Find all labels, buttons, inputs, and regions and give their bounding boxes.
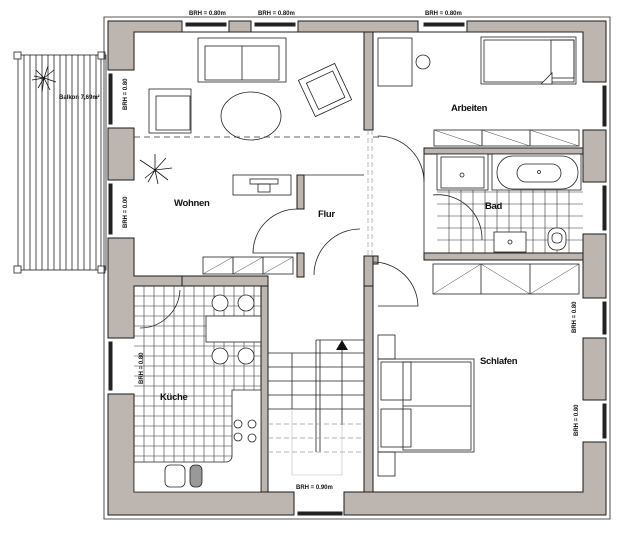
window-label: BRH = 0.80m [425,11,462,17]
window-label: BRH = 0.80m [189,11,226,17]
window-label: BRH = 0.80 [574,404,580,436]
kueche-area: Küche [133,286,262,493]
window-label: BRH = 0.80 [572,301,578,333]
stair-direction-arrow-icon [336,340,348,350]
wohnen-furniture: Wohnen [134,37,380,275]
interior-walls [181,31,584,493]
room-label-flur: Flur [318,209,335,220]
plant-icon [31,65,57,93]
window-label: BRH = 0.00 [123,196,129,228]
bad-area: Bad [436,153,583,253]
plant-icon [139,154,173,185]
room-label-schlafen: Schlafen [480,356,518,367]
schlafen-furniture: Schlafen [377,263,580,477]
window-label: BRH = 0.80m [258,11,295,17]
windows: BRH = 0.80m BRH = 0.80m BRH = 0.80m BRH … [108,11,607,516]
room-label-arbeiten: Arbeiten [451,103,488,114]
room-label-wohnen: Wohnen [174,198,210,209]
balcony: Balkon 7,69m² [13,51,107,274]
arbeiten-furniture: Arbeiten [377,36,580,147]
room-label-kueche: Küche [160,392,188,403]
window-label: BRH = 0.80 [123,78,129,110]
room-label-bad: Bad [485,201,503,212]
doors [139,130,483,329]
balcony-label: Balkon 7,69m² [59,94,100,101]
window-label: BRH = 0.90m [296,485,333,491]
window-label: BRH = 0.80 [139,352,145,384]
staircase [268,339,364,476]
outer-walls [103,16,611,520]
